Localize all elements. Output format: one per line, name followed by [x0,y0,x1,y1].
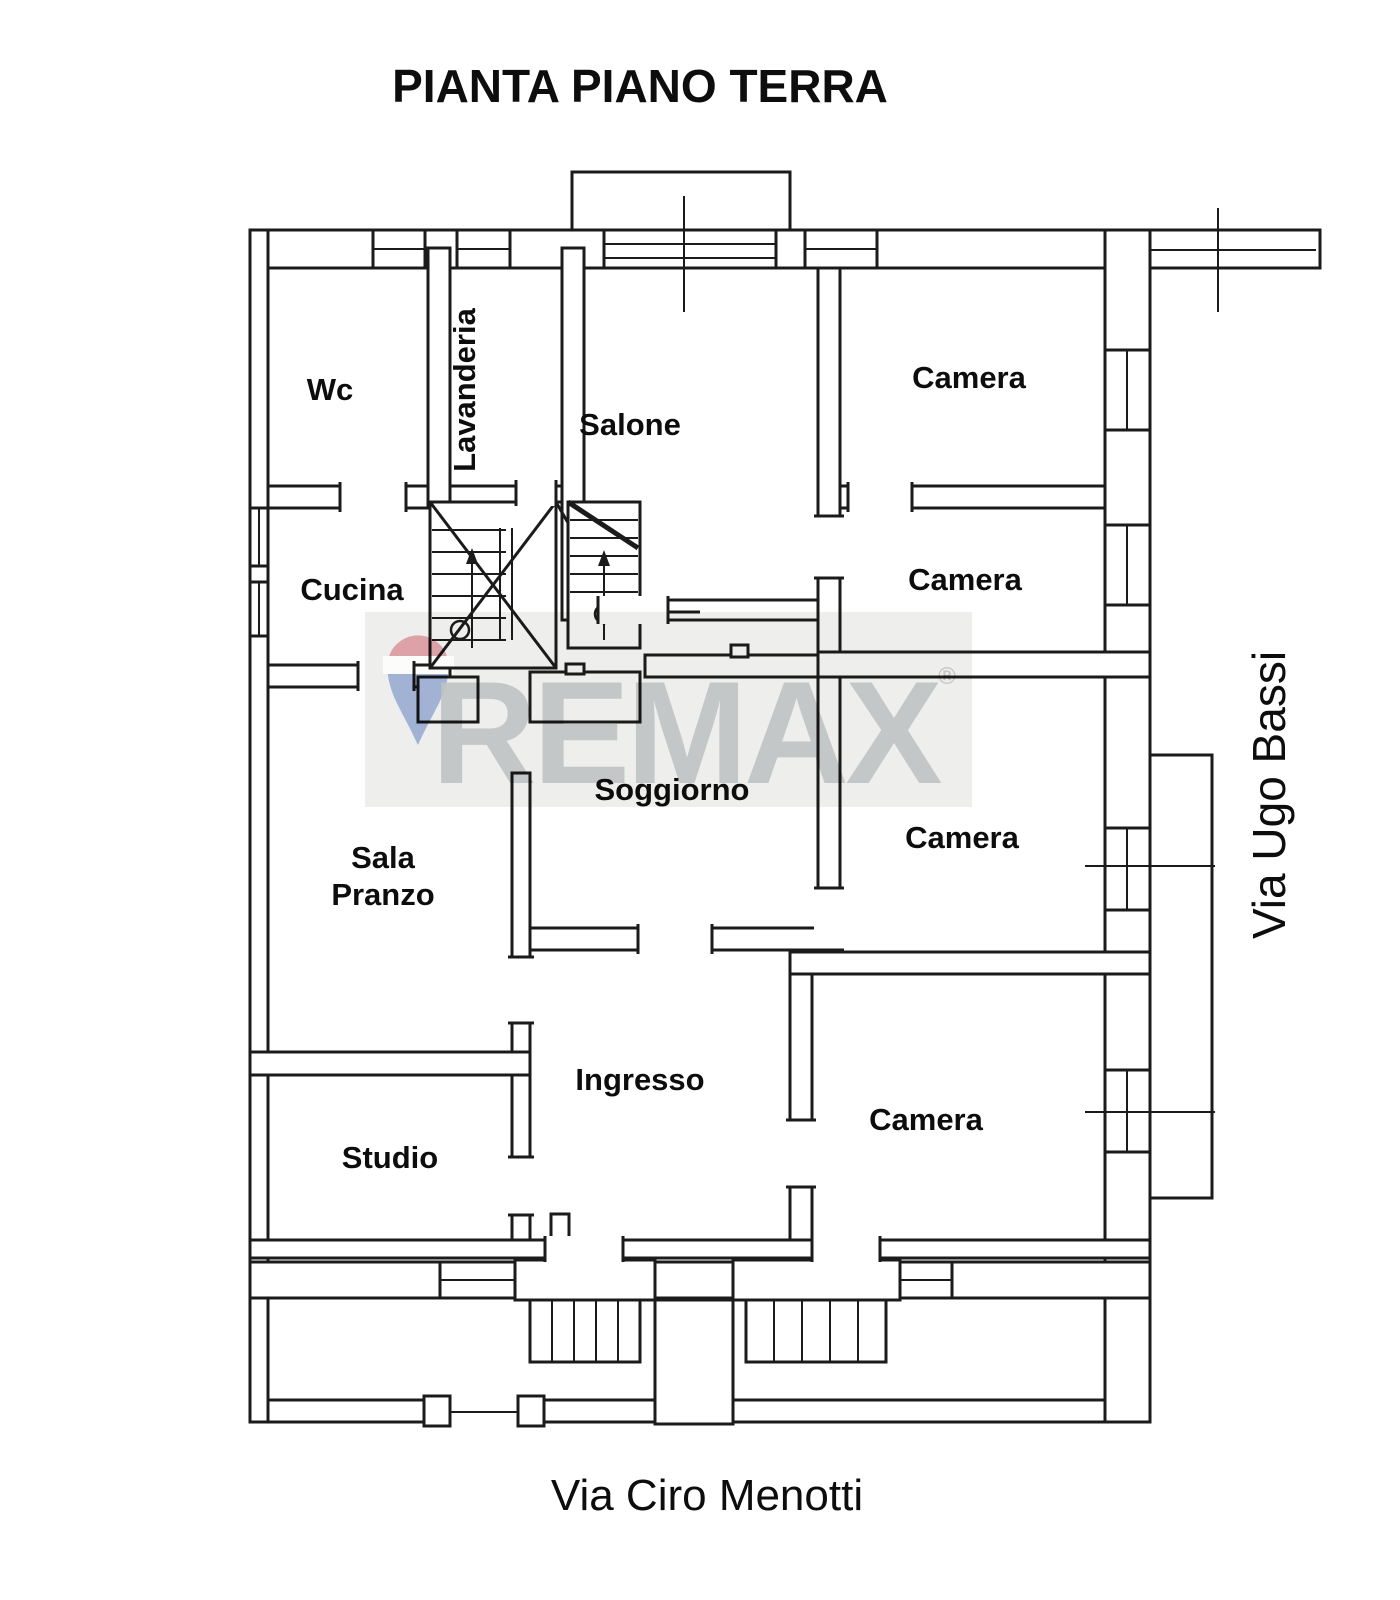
street-label-via-ugo-bassi: Via Ugo Bassi [1243,651,1295,939]
room-label-camera-centro: Camera [905,820,1019,855]
window-right-3 [1085,826,1215,912]
window-top-1 [371,228,427,270]
balcony-door-top [602,196,778,312]
entrance-steps-right [744,1298,888,1364]
front-door-right [810,1236,882,1262]
wall-salone-camera [816,246,842,662]
door-studio [508,1155,534,1217]
window-right-2 [1103,523,1152,607]
boundary-fence [266,1394,1107,1428]
room-label-sala-pranzo-1: Sala [351,840,416,875]
watermark-brand-text: REMAX [431,651,942,814]
window-top-3 [803,228,879,270]
door-camera-sud [786,1118,816,1189]
watermark-registered-mark: ® [938,663,956,690]
wall-bottom [248,1238,1152,1260]
balcony-top [570,170,792,236]
room-label-ingresso: Ingresso [575,1062,704,1097]
door-openings [338,480,914,1262]
entrance-porch [266,1258,1107,1428]
wall-camera3-camera4 [788,950,1152,976]
room-label-soggiorno: Soggiorno [595,772,750,807]
street-label-via-ciro-menotti: Via Ciro Menotti [551,1471,863,1520]
door-lavanderia [514,480,558,506]
entrance-platform-left [513,1258,657,1302]
wall-ingresso-camera4-b [788,1185,814,1242]
window-left-2 [248,580,270,638]
room-label-studio: Studio [342,1140,438,1175]
room-label-lavanderia: Lavanderia [447,307,482,471]
window-right-1 [1103,348,1152,432]
room-label-salone: Salone [579,407,681,442]
door-camera-centro [814,886,844,952]
walkway [653,1298,735,1426]
room-label-camera-sud: Camera [869,1102,983,1137]
fence-post [422,1394,452,1428]
remax-watermark: REMAX ® [365,612,972,814]
window-right-4 [1085,1068,1215,1154]
entrance-steps-left [528,1298,642,1364]
wall-studio-top [248,1050,532,1077]
watermark-background [365,612,972,807]
wall-salapranzo-ingresso [510,1021,532,1159]
balcony-right [1148,753,1214,1200]
door-wc [338,482,408,512]
window-porch-2 [898,1260,954,1300]
windows [248,196,1316,1300]
room-labels: Wc Lavanderia Salone Camera Cucina Camer… [300,307,1026,1175]
wall-ingresso-camera4-a [788,972,814,1122]
remax-balloon-icon [383,635,454,745]
fence-post [516,1394,546,1428]
front-door-left [543,1236,625,1262]
room-label-camera-est: Camera [908,562,1022,597]
room-label-camera-nord: Camera [912,360,1026,395]
page-title: PIANTA PIANO TERRA [392,60,888,112]
window-top-2 [455,228,512,270]
door-camera-est [814,514,844,580]
door-camera-nord [846,482,914,512]
room-label-sala-pranzo-2: Pranzo [331,877,434,912]
wall-porch-front [248,1260,1152,1300]
party-wall-extension [1150,208,1316,312]
window-porch-1 [438,1260,517,1300]
door-sala-pranzo [508,955,534,1025]
wall-studio-stub [510,1213,532,1242]
room-label-wc: Wc [307,372,354,407]
window-left-1 [248,506,270,568]
room-label-cucina: Cucina [300,572,404,607]
entrance-platform-right [731,1258,902,1302]
door-soggiorno [636,924,714,954]
